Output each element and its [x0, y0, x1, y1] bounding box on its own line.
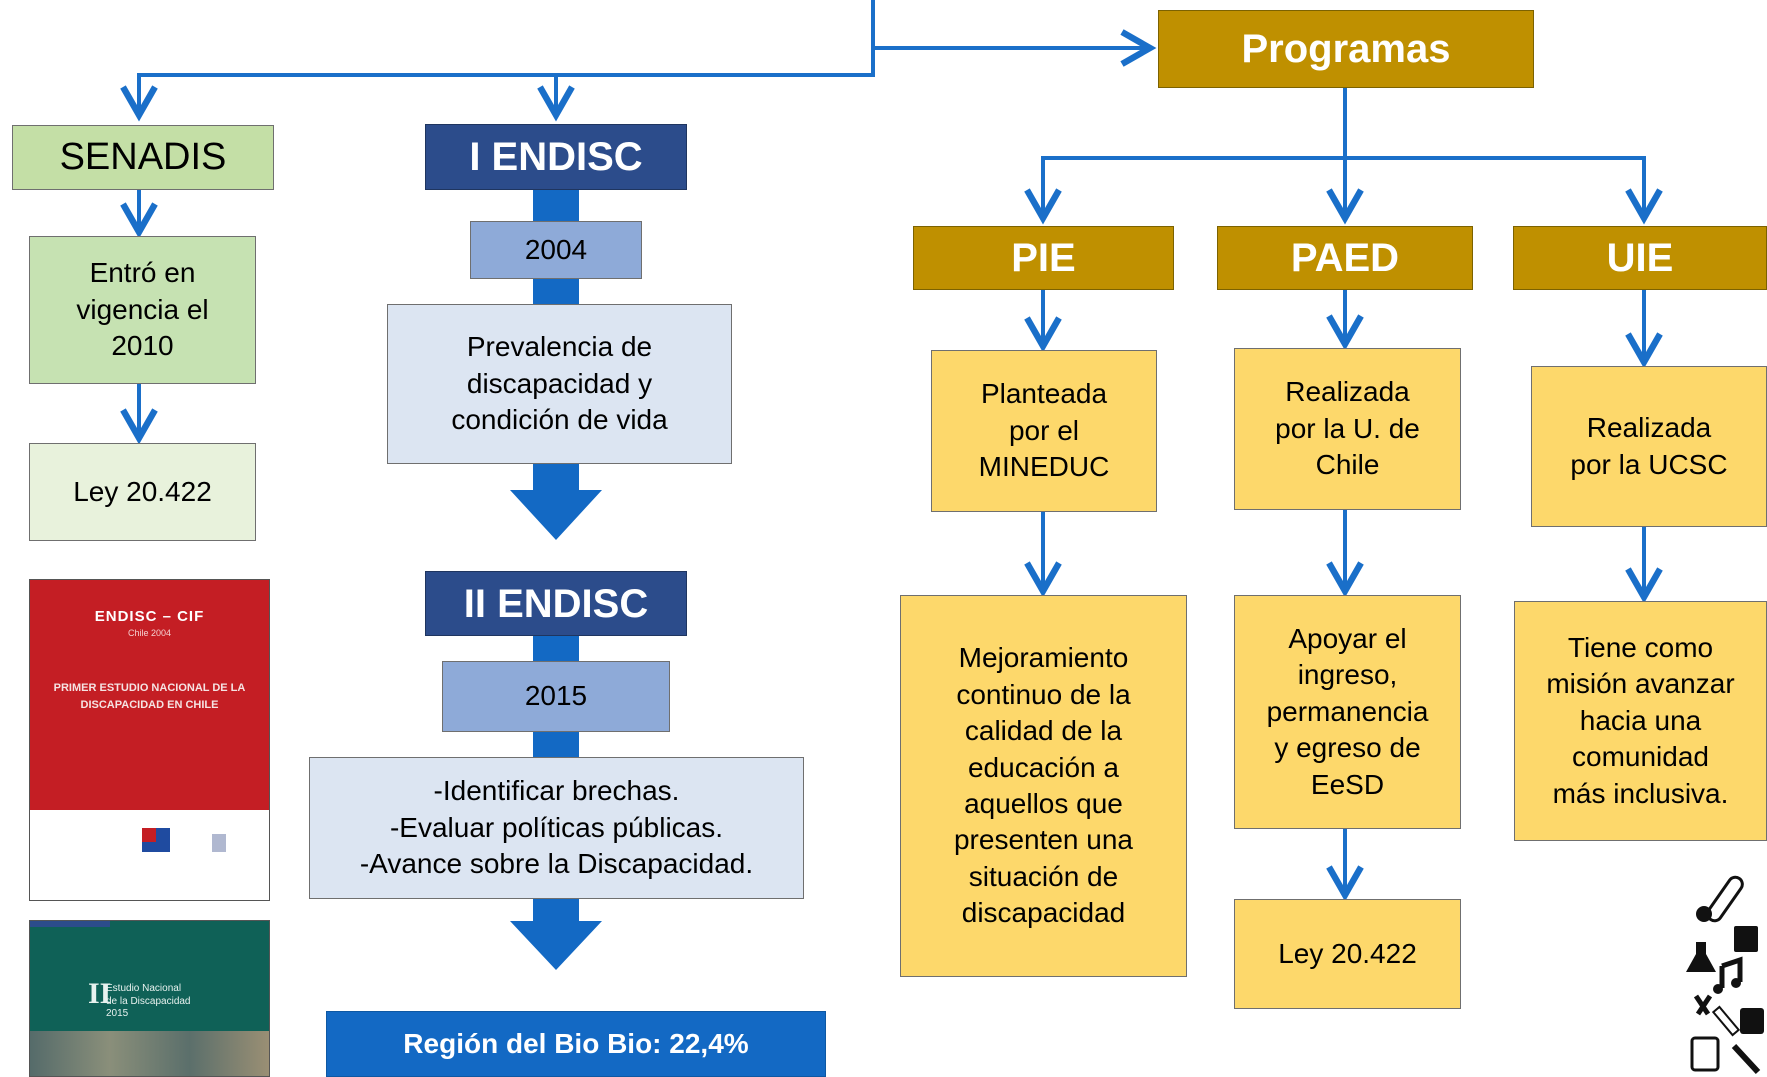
pie-goal-box: Mejoramiento continuo de la calidad de l… [900, 595, 1187, 977]
cover1-logos [142, 828, 226, 852]
endisc-2004-cover: ENDISC – CIF Chile 2004 PRIMER ESTUDIO N… [29, 579, 270, 901]
ruler-icon [1731, 1043, 1761, 1075]
paed-title: PAED [1290, 236, 1400, 280]
endisc2-result: Región del Bio Bio: 22,4% [403, 1027, 749, 1059]
endisc2-result-box: Región del Bio Bio: 22,4% [326, 1011, 826, 1077]
endisc1-down-arrow [510, 462, 602, 540]
endisc1-description-box: Prevalencia de discapacidad y condición … [387, 304, 732, 464]
senadis-ley-text: Ley 20.422 [73, 475, 212, 507]
senadis-box: SENADIS [12, 125, 274, 190]
pie-goal-text: Mejoramiento continuo de la calidad de l… [953, 642, 1134, 929]
ribbon-icon [1693, 994, 1713, 1016]
programas-box: Programas [1158, 10, 1534, 88]
endisc1-title: I ENDISC [469, 135, 643, 179]
pencil-icon [1711, 1005, 1741, 1037]
cover1-title: ENDISC – CIF [94, 608, 205, 625]
uie-by-text: Realizada por la UCSC [1570, 412, 1728, 480]
cover1-text: PRIMER ESTUDIO NACIONAL DE LA DISCAPACID… [53, 682, 246, 711]
pie-by-text: Planteada por el MINEDUC [978, 378, 1110, 483]
paed-goal-text: Apoyar el ingreso, permanencia y egreso … [1266, 623, 1429, 800]
endisc2-down-arrow [510, 898, 602, 970]
paed-ley-text: Ley 20.422 [1278, 937, 1417, 969]
cover1-footer [30, 810, 269, 900]
cover2-topbar [30, 921, 110, 927]
paed-ley-box: Ley 20.422 [1234, 899, 1461, 1009]
endisc2-title-box: II ENDISC [425, 571, 687, 636]
endisc-2015-cover: II Estudio Nacional de la Discapacidad 2… [29, 920, 270, 1077]
paed-box: PAED [1217, 226, 1473, 290]
senadis-vigencia-text: Entró en vigencia el 2010 [76, 257, 209, 362]
cover2-numeral: II [88, 977, 112, 1010]
bell-icon [1696, 906, 1712, 922]
uie-box: UIE [1513, 226, 1767, 290]
endisc1-description: Prevalencia de discapacidad y condición … [451, 331, 668, 436]
uie-title: UIE [1606, 236, 1674, 280]
pie-by-box: Planteada por el MINEDUC [931, 350, 1157, 512]
music-note-icon [1719, 956, 1743, 988]
test-tube-icon [1706, 875, 1744, 923]
endisc1-year-box: 2004 [470, 221, 642, 279]
education-icons-cluster [1686, 875, 1764, 1075]
cover2-photo [30, 1031, 269, 1076]
uie-goal-text: Tiene como misión avanzar hacia una comu… [1546, 632, 1735, 809]
programas-title: Programas [1241, 27, 1451, 71]
uie-by-box: Realizada por la UCSC [1531, 366, 1767, 527]
endisc2-title: II ENDISC [463, 581, 649, 626]
pie-box: PIE [913, 226, 1174, 290]
trunk-connector [120, 0, 875, 122]
paed-by-text: Realizada por la U. de Chile [1275, 376, 1420, 481]
endisc2-description: -Identificar brechas. -Evaluar políticas… [359, 775, 754, 880]
endisc2-description-box: -Identificar brechas. -Evaluar políticas… [309, 757, 804, 899]
uie-goal-box: Tiene como misión avanzar hacia una comu… [1514, 601, 1767, 841]
cover1-subtitle: Chile 2004 [127, 628, 172, 638]
senadis-ley-box: Ley 20.422 [29, 443, 256, 541]
endisc2-year-box: 2015 [442, 661, 670, 732]
connector-branch-pie [1024, 156, 1345, 225]
flask-icon [1686, 942, 1716, 972]
endisc2-year: 2015 [524, 680, 588, 712]
notebook-icon [1734, 926, 1758, 952]
senadis-title: SENADIS [59, 135, 227, 178]
number-card-icon [1740, 1008, 1764, 1034]
endisc1-title-box: I ENDISC [425, 124, 687, 190]
connector-branch-uie [1345, 156, 1663, 225]
cover2-text: Estudio Nacional de la Discapacidad 2015 [106, 983, 191, 1019]
calculator-icon [1690, 1036, 1720, 1072]
paed-by-box: Realizada por la U. de Chile [1234, 348, 1461, 510]
endisc1-year: 2004 [524, 233, 588, 265]
paed-goal-box: Apoyar el ingreso, permanencia y egreso … [1234, 595, 1461, 829]
senadis-vigencia-box: Entró en vigencia el 2010 [29, 236, 256, 384]
pie-title: PIE [1011, 236, 1076, 280]
